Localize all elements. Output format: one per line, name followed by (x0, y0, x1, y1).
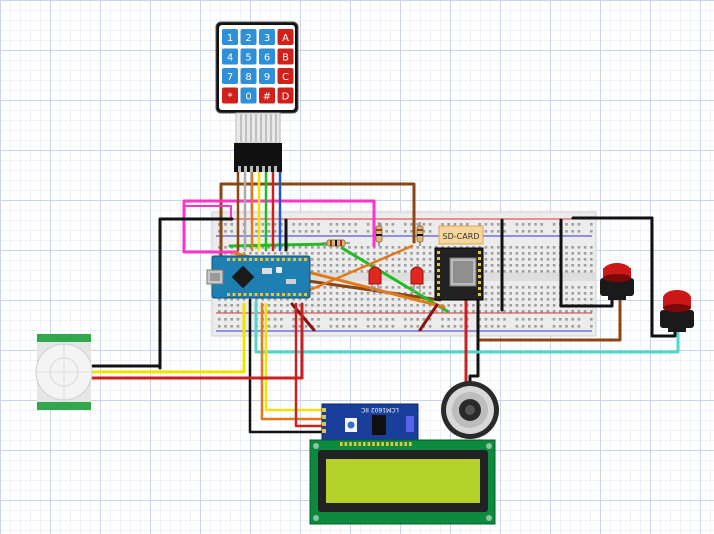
sd-module-pins (437, 251, 481, 296)
keypad-4x4: 1 2 3 A 4 5 6 B 7 8 9 C * 0 # D (215, 21, 299, 172)
keypad-key[interactable]: 8 (240, 68, 257, 84)
keypad-key[interactable]: A (277, 29, 294, 45)
keypad-key-label: 6 (264, 53, 270, 64)
keypad-key-label: 0 (245, 92, 251, 103)
pir-motion-sensor (35, 334, 93, 410)
keypad-key-label: 1 (227, 33, 233, 44)
keypad-key[interactable]: D (277, 87, 294, 104)
keypad-key-label: 3 (264, 33, 270, 44)
wire-black-left (158, 217, 234, 370)
keypad-key-label: C (282, 72, 289, 83)
speaker (441, 381, 499, 439)
keypad-key-label: A (282, 33, 289, 44)
wire-yellow-lcd (264, 302, 324, 412)
nano-header-top (227, 258, 307, 261)
keypad-key[interactable]: 7 (222, 68, 238, 84)
keypad-key[interactable]: 0 (240, 87, 257, 104)
keypad-key-label: 2 (245, 33, 251, 44)
lcd-top-pins (340, 442, 412, 446)
wire-black-button1 (559, 218, 614, 308)
keypad-key-label: 8 (245, 72, 251, 83)
keypad-key[interactable]: 5 (240, 48, 257, 65)
lcd-module-label: LCM1602 IIC (361, 406, 399, 413)
keypad-key-label: * (228, 92, 233, 103)
wire-magenta-loop (182, 199, 376, 254)
keypad-key[interactable]: 2 (240, 29, 257, 45)
wire-black-button2 (650, 216, 677, 338)
lcd-screen (326, 459, 480, 503)
wire-magenta-inner (183, 205, 232, 221)
wire-brown-top-loop (219, 182, 416, 260)
keypad-key[interactable]: 6 (259, 48, 275, 65)
wire-green-diagonal (340, 246, 449, 313)
keypad-key-label: 4 (227, 53, 233, 64)
led-red-1 (368, 266, 382, 292)
push-button-1 (600, 263, 634, 300)
resistor-horizontal (322, 239, 350, 247)
keypad-keys: 1 2 3 A 4 5 6 B 7 8 9 C * 0 # D (222, 29, 294, 104)
sd-card-module: SD-CARD (434, 225, 484, 301)
wire-red-pir (91, 302, 304, 380)
wire-brown-right (478, 293, 622, 342)
keypad-key[interactable]: 3 (259, 29, 275, 45)
keypad-key-label: # (263, 92, 271, 103)
wire-orange-lcd (260, 302, 324, 421)
keypad-key-label: 9 (264, 72, 270, 83)
keypad-key[interactable]: B (277, 48, 294, 65)
keypad-key[interactable]: C (277, 68, 294, 84)
led-red-2 (410, 266, 424, 292)
keypad-key-label: B (282, 53, 289, 64)
wire-darkred-b (418, 303, 439, 332)
keypad-key[interactable]: 4 (222, 48, 238, 65)
keypad-key-label: D (282, 92, 290, 103)
keypad-key-label: 5 (245, 53, 251, 64)
wire-yellow-pir (91, 302, 246, 374)
keypad-ribbon-wires (236, 170, 282, 252)
i2c-header-pins (322, 408, 326, 433)
wire-red-lcd (294, 302, 324, 428)
arduino-nano (206, 255, 311, 299)
lcd-1602-i2c: LCM1602 IIC (309, 403, 496, 525)
nano-header-bottom (227, 293, 307, 296)
keypad-key-label: 7 (227, 72, 233, 83)
wire-black-lcd (248, 298, 324, 434)
keypad-key[interactable]: # (259, 87, 275, 104)
wires (91, 170, 680, 434)
resistor-vertical-2 (416, 222, 424, 246)
keypad-ribbon-traces (240, 114, 277, 142)
keypad-key[interactable]: * (222, 87, 238, 104)
keypad-key[interactable]: 1 (222, 29, 238, 45)
resistor-vertical-1 (375, 222, 383, 246)
sd-card-label: SD-CARD (443, 232, 480, 241)
push-button-2 (660, 290, 694, 332)
wire-orange-diagonal-b (294, 244, 414, 298)
keypad-key[interactable]: 9 (259, 68, 275, 84)
